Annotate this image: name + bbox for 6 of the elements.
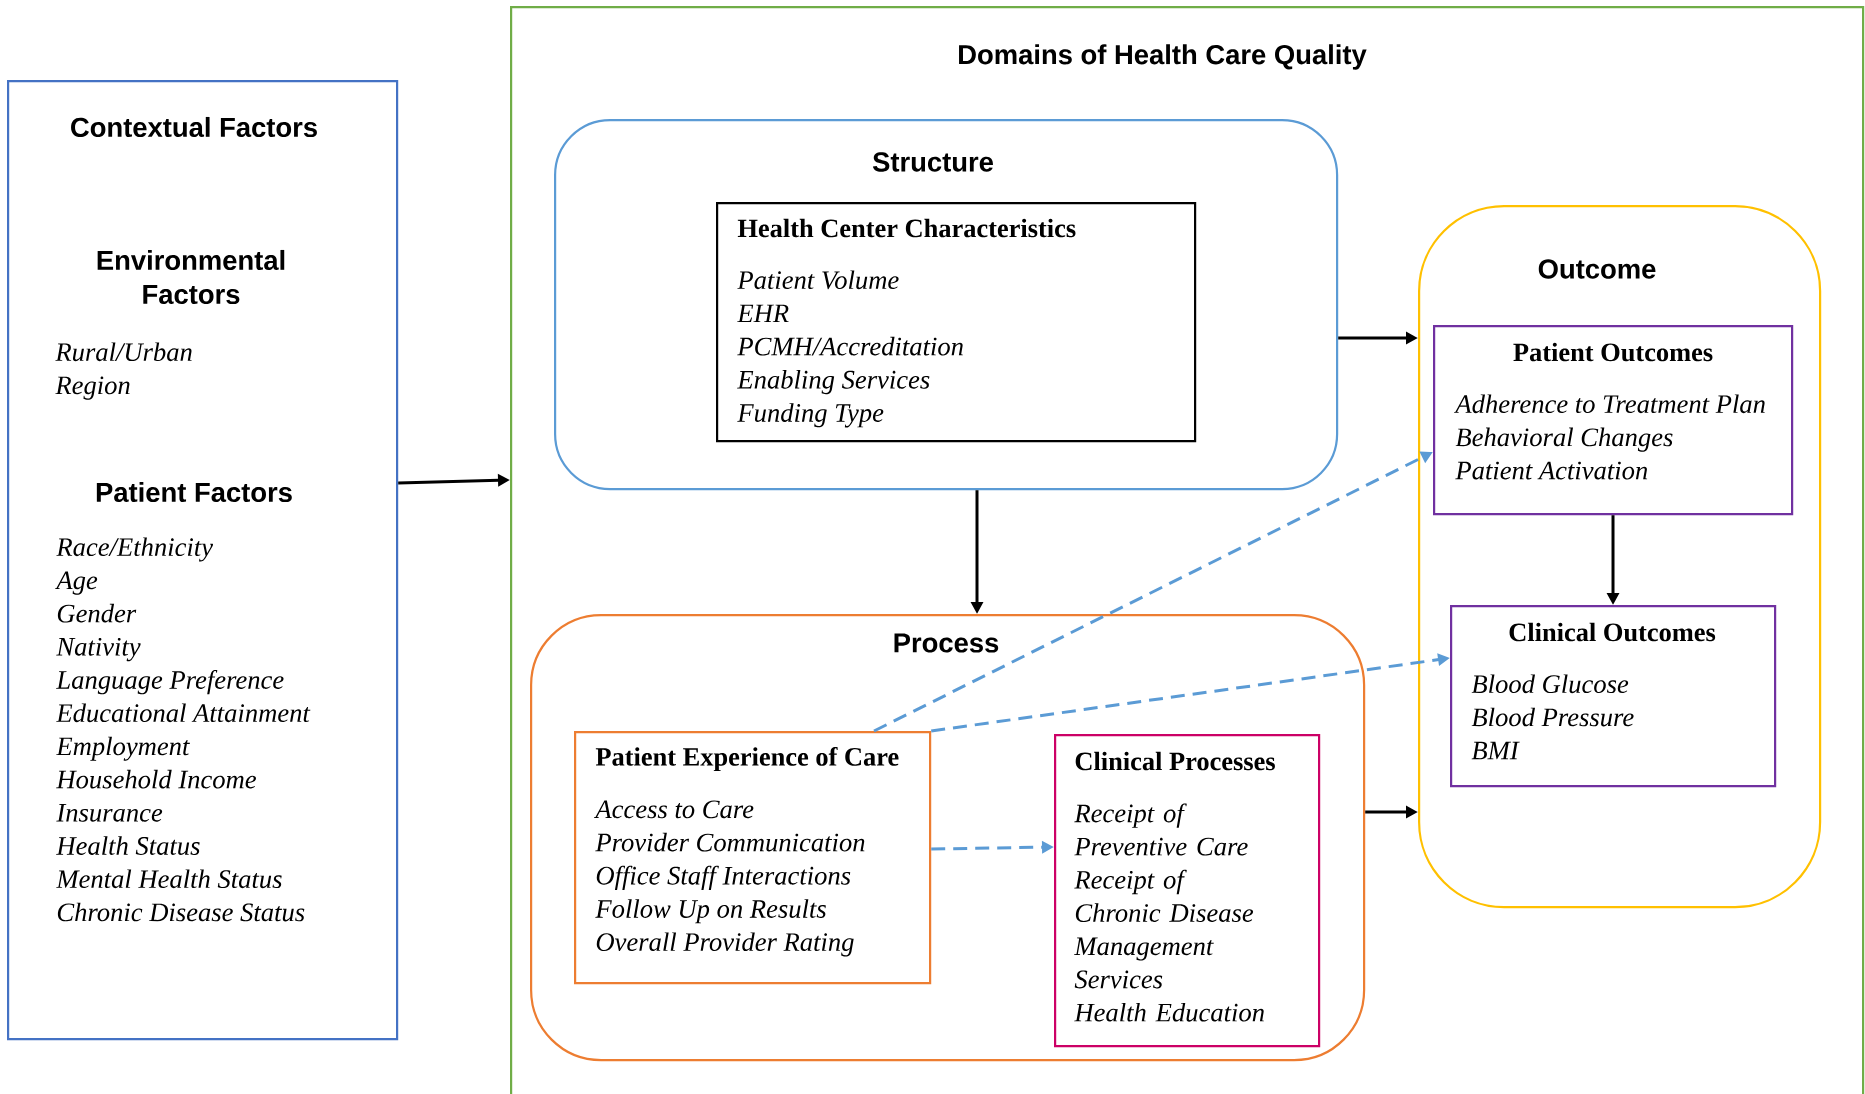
experience-box: Patient Experience of Care Access to Care Provider Communication Office Staff Interactions Follow Up on Results Overall Provider Rating	[574, 731, 932, 985]
characteristics-box: Health Center Characteristics Patient Volume EHR PCMH/Accreditation Enabling Services Funding Type	[716, 202, 1197, 443]
processes-box: Clinical Processes Receipt of Preventive Care Receipt of Chronic Disease Management Services Health Education	[1054, 734, 1321, 1048]
factors-panel: Contextual Factors Environmental Factors Rural/Urban Region Patient Factors Race/Ethnicity Age Gender Nativity Language Preference Educational Attainment Employment Household Income Insurance Health Status Mental Health Status Chronic Disease Status	[7, 80, 399, 1041]
outcomes-box: Clinical Outcomes Blood Glucose Blood Pressure BMI	[1450, 605, 1777, 788]
outcomes-box: Patient Outcomes Adherence to Treatment Plan Behavioral Changes Patient Activation	[1433, 325, 1794, 516]
